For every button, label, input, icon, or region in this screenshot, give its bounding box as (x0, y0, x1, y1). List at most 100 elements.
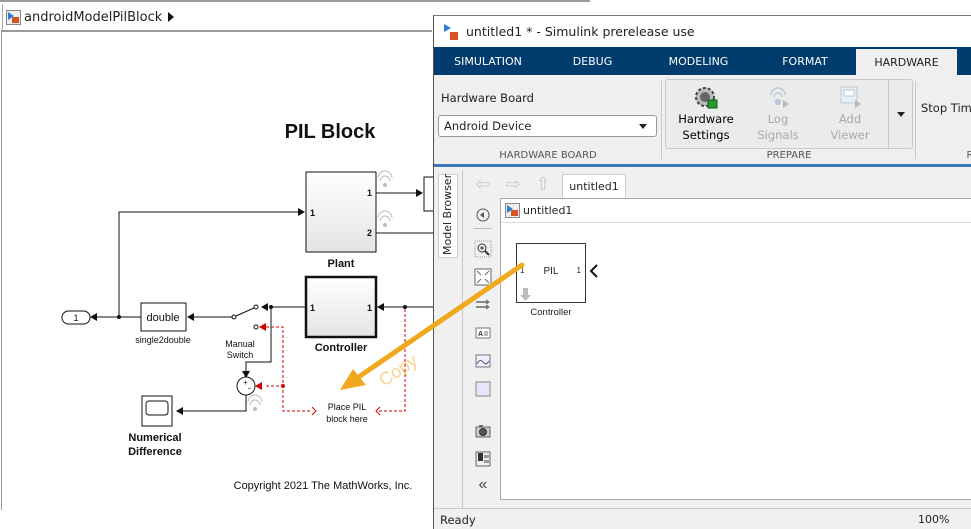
arrowhead (298, 208, 305, 216)
signal-log-icon (247, 394, 263, 411)
scope-label-line2: Difference (128, 446, 182, 458)
signal-line (245, 307, 272, 372)
prepare-more-button[interactable] (888, 80, 913, 148)
unconnected-arrowhead (259, 323, 266, 331)
zoom-in-icon[interactable] (474, 240, 492, 258)
branch-point (403, 305, 407, 309)
plant-output-port-2-label: 2 (367, 228, 372, 238)
breadcrumb-model[interactable]: androidModelPilBlock (24, 9, 163, 25)
area-icon[interactable] (474, 380, 492, 398)
pil-block-caption: Controller (530, 307, 572, 318)
tab-untitled1[interactable]: untitled1 (562, 174, 626, 198)
hardware-board-dropdown[interactable]: Android Device (438, 115, 657, 137)
model-diagram: PIL Block 1 1 2 Plant 1 1 (61, 121, 437, 492)
simulink-window: untitled1 * - Simulink prerelease use SI… (433, 15, 971, 529)
toolstrip-tabs: SIMULATION DEBUG MODELING FORMAT HARDWAR… (434, 47, 971, 75)
pil-output-port-label: 1 (576, 266, 581, 275)
output-port-chevron-icon (589, 264, 598, 278)
manual-switch[interactable] (231, 304, 259, 330)
signal-line (183, 395, 247, 412)
hide-explorer-icon[interactable] (474, 206, 492, 224)
annotation-icon[interactable]: A (474, 324, 492, 342)
collapse-palette-icon[interactable]: « (478, 476, 488, 493)
prepare-group: Hardware Settings Log Signals (665, 79, 913, 149)
simulink-icon (444, 23, 460, 40)
model-browser-tab[interactable]: Model Browser (438, 174, 458, 258)
arrowhead (261, 303, 268, 311)
status-text: Ready (440, 513, 476, 527)
hardware-settings-line1: Hardware (678, 112, 734, 126)
controller-block[interactable]: 1 1 (304, 275, 378, 339)
signal-line (118, 211, 298, 317)
data-type-conversion-block[interactable]: double (140, 302, 187, 332)
plant-block[interactable]: 1 1 2 (305, 171, 377, 253)
camera-icon[interactable] (474, 422, 492, 440)
arrowhead (90, 313, 97, 321)
log-signals-line1: Log (767, 112, 789, 126)
sum-plus-sign: + (243, 378, 248, 387)
section-label-run-partial: R (966, 150, 971, 161)
outport-block[interactable]: 1 (61, 310, 91, 325)
conversion-block-text: double (146, 312, 179, 324)
breadcrumb-expand-icon[interactable] (168, 12, 175, 22)
placeholder-line1: Place PIL (328, 402, 367, 412)
outport-number: 1 (73, 313, 78, 323)
window-top-border (0, 0, 590, 2)
hardware-board-value: Android Device (444, 119, 532, 133)
add-viewer-button[interactable]: Add Viewer (816, 80, 884, 148)
conversion-block-label: single2double (135, 335, 191, 345)
down-arrow-icon (520, 288, 531, 301)
property-inspector-icon[interactable] (474, 450, 492, 468)
unconnected-signal-line (266, 309, 406, 412)
window-title-bar[interactable]: untitled1 * - Simulink prerelease use (434, 16, 971, 47)
tab-hardware[interactable]: HARDWARE (856, 49, 957, 75)
breadcrumb-divider (2, 30, 432, 32)
model-icon (6, 9, 21, 25)
signal-log-icon (377, 170, 393, 187)
tab-format[interactable]: FORMAT (782, 54, 828, 68)
editor-area: Model Browser ⇦ ⇨ ⇧ untitled1 A « untitl… (434, 170, 971, 508)
section-divider (915, 81, 916, 159)
log-signals-button[interactable]: Log Signals (744, 80, 812, 148)
signal-log-icon (377, 210, 393, 227)
branch-point (281, 384, 285, 388)
back-arrow-icon[interactable]: ⇦ (475, 174, 491, 194)
pil-block-name: PIL (543, 266, 559, 277)
tab-simulation[interactable]: SIMULATION (454, 54, 522, 68)
plant-input-port-label: 1 (310, 208, 315, 218)
toolstrip-ribbon: Hardware Board Android Device HARDWARE B… (434, 75, 971, 167)
plant-output-port-1-label: 1 (367, 188, 372, 198)
zoom-level[interactable]: 100% (918, 513, 950, 526)
sum-minus-sign: - (248, 383, 251, 393)
image-icon[interactable] (474, 352, 492, 370)
log-signals-line2: Signals (757, 128, 799, 142)
chevron-down-icon (639, 124, 647, 129)
block-palette: A « (470, 200, 496, 500)
manual-switch-label-line1: Manual (225, 339, 255, 349)
section-divider (661, 81, 662, 159)
status-bar: Ready 100% (434, 508, 971, 529)
controller-output-port-label: 1 (367, 303, 372, 313)
fit-to-view-icon[interactable] (474, 268, 492, 286)
gear-chip-icon (693, 85, 719, 111)
forward-arrow-icon[interactable]: ⇨ (505, 174, 521, 194)
scope-block[interactable] (141, 395, 173, 427)
window-title: untitled1 * - Simulink prerelease use (466, 24, 695, 39)
chevron-down-icon (897, 112, 905, 117)
pil-block[interactable]: 1 PIL 1 (516, 243, 598, 303)
stop-time-label: Stop Time (921, 101, 971, 115)
navigation-buttons: ⇦ ⇨ ⇧ (470, 174, 556, 194)
hardware-settings-button[interactable]: Hardware Settings (672, 80, 740, 148)
arrowhead (416, 189, 423, 197)
route-lines-icon[interactable] (474, 296, 492, 314)
model-icon (505, 203, 520, 218)
tab-debug[interactable]: DEBUG (572, 54, 613, 68)
tab-modeling[interactable]: MODELING (668, 54, 729, 68)
sum-block[interactable]: + - (236, 376, 256, 396)
canvas-breadcrumb-model[interactable]: untitled1 (523, 204, 573, 217)
up-arrow-icon[interactable]: ⇧ (535, 174, 551, 194)
model-canvas[interactable]: untitled1 1 PIL 1 Controller (500, 198, 971, 500)
placeholder-line2: block here (326, 414, 368, 424)
unconnected-arrowhead (255, 382, 262, 390)
add-viewer-line1: Add (838, 112, 862, 126)
